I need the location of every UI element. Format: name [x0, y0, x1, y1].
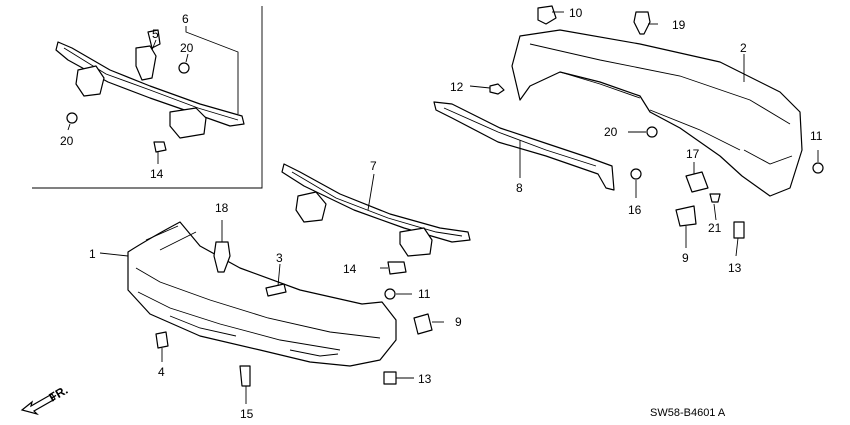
- callout-5: 5: [152, 27, 159, 41]
- callout-10: 10: [569, 6, 583, 20]
- rear-bumper-face: [511, 29, 803, 197]
- callout-20-rear: 20: [604, 125, 618, 139]
- leader-lines: [67, 11, 819, 404]
- front-direction-indicator: FR.: [20, 383, 70, 416]
- fasteners: [66, 5, 824, 387]
- callout-17: 17: [686, 147, 700, 161]
- callout-11-front: 11: [418, 287, 431, 301]
- callout-2: 2: [740, 41, 747, 55]
- callout-9-front: 9: [455, 315, 462, 329]
- front-bumper-face: [127, 221, 397, 367]
- front-arrow-icon: [20, 393, 56, 416]
- callout-3: 3: [276, 251, 283, 265]
- callout-15: 15: [240, 407, 254, 421]
- upper-beam-inset: [55, 29, 245, 139]
- callout-20-inset-top: 20: [180, 41, 194, 55]
- callout-18: 18: [215, 201, 229, 215]
- callout-16: 16: [628, 203, 642, 217]
- callout-9-rear: 9: [682, 251, 689, 265]
- front-upper-beam: [281, 163, 471, 257]
- callout-6: 6: [182, 12, 189, 26]
- callout-11-rear: 11: [810, 129, 823, 143]
- callout-12: 12: [450, 80, 464, 94]
- rear-beam: [433, 101, 615, 191]
- callout-8: 8: [516, 181, 523, 195]
- callout-21: 21: [708, 221, 722, 235]
- callout-14-inset: 14: [150, 167, 164, 181]
- callout-labels: 1 2 3 4 5 6 7 8 9 9 10 11 11 12 13 13 14…: [60, 6, 823, 421]
- callout-7: 7: [370, 159, 377, 173]
- callout-4: 4: [158, 365, 165, 379]
- callout-19: 19: [672, 18, 686, 32]
- callout-14-front: 14: [343, 262, 357, 276]
- callout-20-inset-left: 20: [60, 134, 74, 148]
- callout-1: 1: [89, 247, 96, 261]
- diagram-code: SW58-B4601 A: [650, 407, 726, 419]
- callout-13-front: 13: [418, 372, 432, 386]
- inset-frame: [32, 6, 263, 189]
- callout-13-rear: 13: [728, 261, 742, 275]
